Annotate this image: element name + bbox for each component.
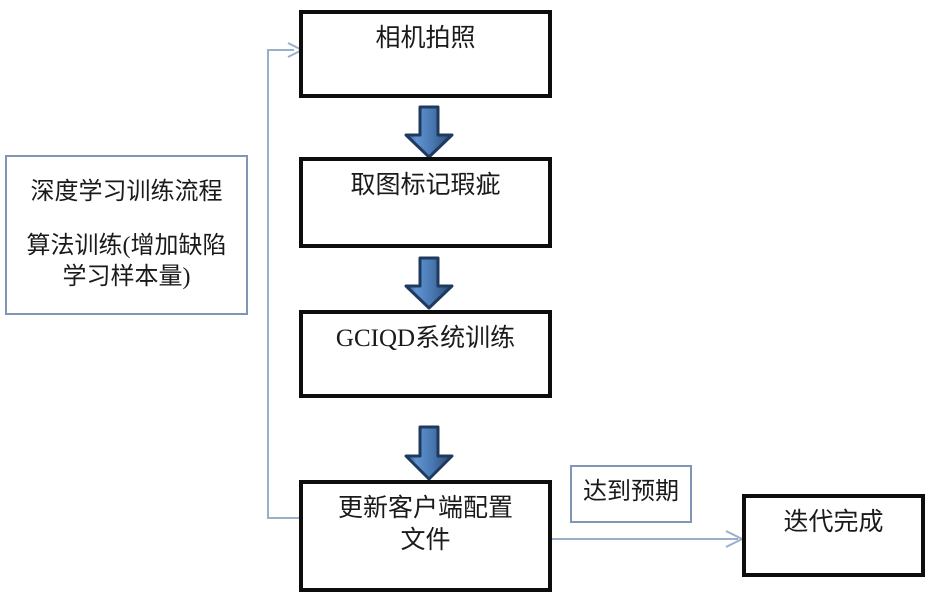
node-iteration-complete-label: 迭代完成 (783, 509, 884, 536)
node-update-client-config-file[interactable]: 更新客户端配置 文件 (299, 480, 552, 592)
annotation-deep-learning-training: 深度学习训练流程 算法训练(增加缺陷 学习样本量) (5, 155, 248, 315)
edge-label-meets-expectation-text: 达到预期 (583, 479, 679, 505)
block-arrow-camera-to-mark (402, 105, 456, 159)
edge-label-meets-expectation: 达到预期 (570, 465, 692, 523)
node-camera-capture-label: 相机拍照 (375, 25, 476, 52)
node-capture-and-mark-defects[interactable]: 取图标记瑕疵 (299, 157, 552, 248)
connector-feedback-update-to-camera (258, 40, 318, 530)
node-camera-capture[interactable]: 相机拍照 (299, 10, 552, 98)
block-arrow-mark-to-train (402, 256, 456, 310)
annotation-line-1: 深度学习训练流程 (30, 179, 223, 205)
node-gciqd-system-training-label: GCIQD系统训练 (335, 325, 516, 352)
node-capture-and-mark-defects-label: 取图标记瑕疵 (350, 172, 501, 199)
connector-update-to-done (548, 526, 748, 552)
node-gciqd-system-training[interactable]: GCIQD系统训练 (299, 310, 552, 398)
block-arrow-train-to-update (402, 425, 456, 481)
node-iteration-complete[interactable]: 迭代完成 (742, 494, 925, 577)
annotation-line-2: 算法训练(增加缺陷 学习样本量) (26, 232, 227, 291)
node-update-client-config-file-label: 更新客户端配置 文件 (337, 495, 513, 554)
